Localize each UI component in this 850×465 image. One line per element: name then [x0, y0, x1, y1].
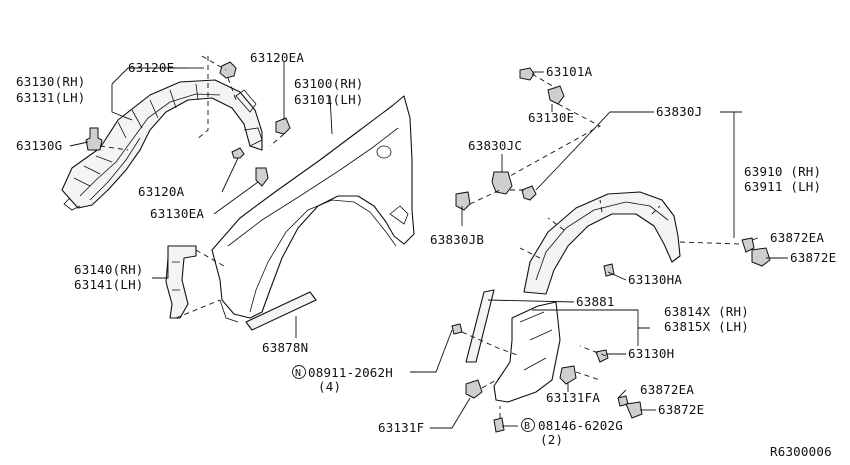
assembly-lines — [99, 55, 741, 418]
b-marker-letter: B — [524, 421, 530, 432]
cap-63872EA-top-part — [741, 237, 755, 253]
label-63131-lh: 63131(LH) — [16, 90, 86, 105]
label-63130-rh: 63130(RH) — [16, 74, 86, 89]
label-63130E: 63130E — [528, 110, 574, 125]
label-63881: 63881 — [576, 294, 615, 309]
label-63872EA-top: 63872EA — [770, 230, 824, 245]
label-63872E-top: 63872E — [790, 250, 836, 265]
clip-63120E-part — [219, 61, 237, 79]
label-63131F: 63131F — [378, 420, 424, 435]
label-63140-rh: 63140(RH) — [74, 262, 144, 277]
label-63830J: 63830J — [656, 104, 702, 119]
nut-08911-part — [451, 323, 463, 335]
label-63911-lh: 63911 (LH) — [744, 179, 821, 194]
label-63872E-bottom: 63872E — [658, 402, 704, 417]
label-63130H: 63130H — [628, 346, 674, 361]
leader-lines — [69, 62, 788, 429]
b-marker-icon — [521, 418, 535, 432]
clip-63830JC-part — [491, 171, 513, 195]
label-63120E: 63120E — [128, 60, 174, 75]
label-63120A: 63120A — [138, 184, 185, 199]
n-marker-letter: N — [295, 368, 301, 379]
front-fender-part — [211, 95, 415, 323]
label-63101A: 63101A — [546, 64, 593, 79]
label-08146-qty: (2) — [540, 432, 563, 447]
clip-63120EA-part — [275, 117, 291, 135]
diagram-reference-id: R6300006 — [770, 444, 832, 459]
label-63130G: 63130G — [16, 138, 62, 153]
molding-63881-part — [465, 289, 495, 363]
clip-63830JB-part — [455, 191, 471, 211]
label-63120EA: 63120EA — [250, 50, 304, 65]
clip-63131FA-part — [559, 365, 577, 385]
label-63830JB: 63830JB — [430, 232, 484, 247]
bolt-08146-part — [493, 417, 505, 433]
n-marker-icon — [292, 365, 306, 379]
clip-63130EA-part — [255, 167, 269, 187]
clip-63130E-part — [547, 85, 565, 105]
label-63814X-rh: 63814X (RH) — [664, 304, 749, 319]
label-63141-lh: 63141(LH) — [74, 277, 144, 292]
fender-liner-part — [61, 79, 263, 211]
mud-guard-part — [493, 301, 561, 403]
label-63130HA: 63130HA — [628, 272, 682, 287]
cap-63872E-bottom-part — [625, 401, 643, 419]
fender-bracket-part — [165, 245, 197, 319]
label-08911-group: N 08911-2062H (4) — [292, 365, 393, 394]
cap-63872E-top-part — [751, 247, 771, 267]
protector-63878N-part — [245, 291, 317, 331]
label-63910-rh: 63910 (RH) — [744, 164, 821, 179]
label-63872EA-bottom: 63872EA — [640, 382, 694, 397]
screw-63130G-part — [85, 127, 103, 151]
label-63100-rh: 63100(RH) — [294, 76, 364, 91]
label-08146: 08146-6202G — [538, 418, 623, 433]
label-08911-qty: (4) — [318, 379, 341, 394]
label-63101-lh: 63101(LH) — [294, 92, 364, 107]
label-08146-group: B 08146-6202G (2) — [521, 418, 623, 447]
fender-flare-part — [519, 191, 681, 295]
screw-63130HA-part — [603, 263, 615, 277]
label-63815X-lh: 63815X (LH) — [664, 319, 749, 334]
label-63830JC: 63830JC — [468, 138, 522, 153]
clip-63131F-part — [465, 379, 483, 399]
screw-63120A-part — [231, 147, 245, 159]
label-63131FA: 63131FA — [546, 390, 600, 405]
screw-63830J-part — [521, 185, 537, 201]
bolt-63101A-part — [519, 67, 535, 81]
screw-63130H-part — [595, 349, 609, 363]
label-63130EA: 63130EA — [150, 206, 204, 221]
label-08911: 08911-2062H — [308, 365, 393, 380]
label-63878N: 63878N — [262, 340, 308, 355]
